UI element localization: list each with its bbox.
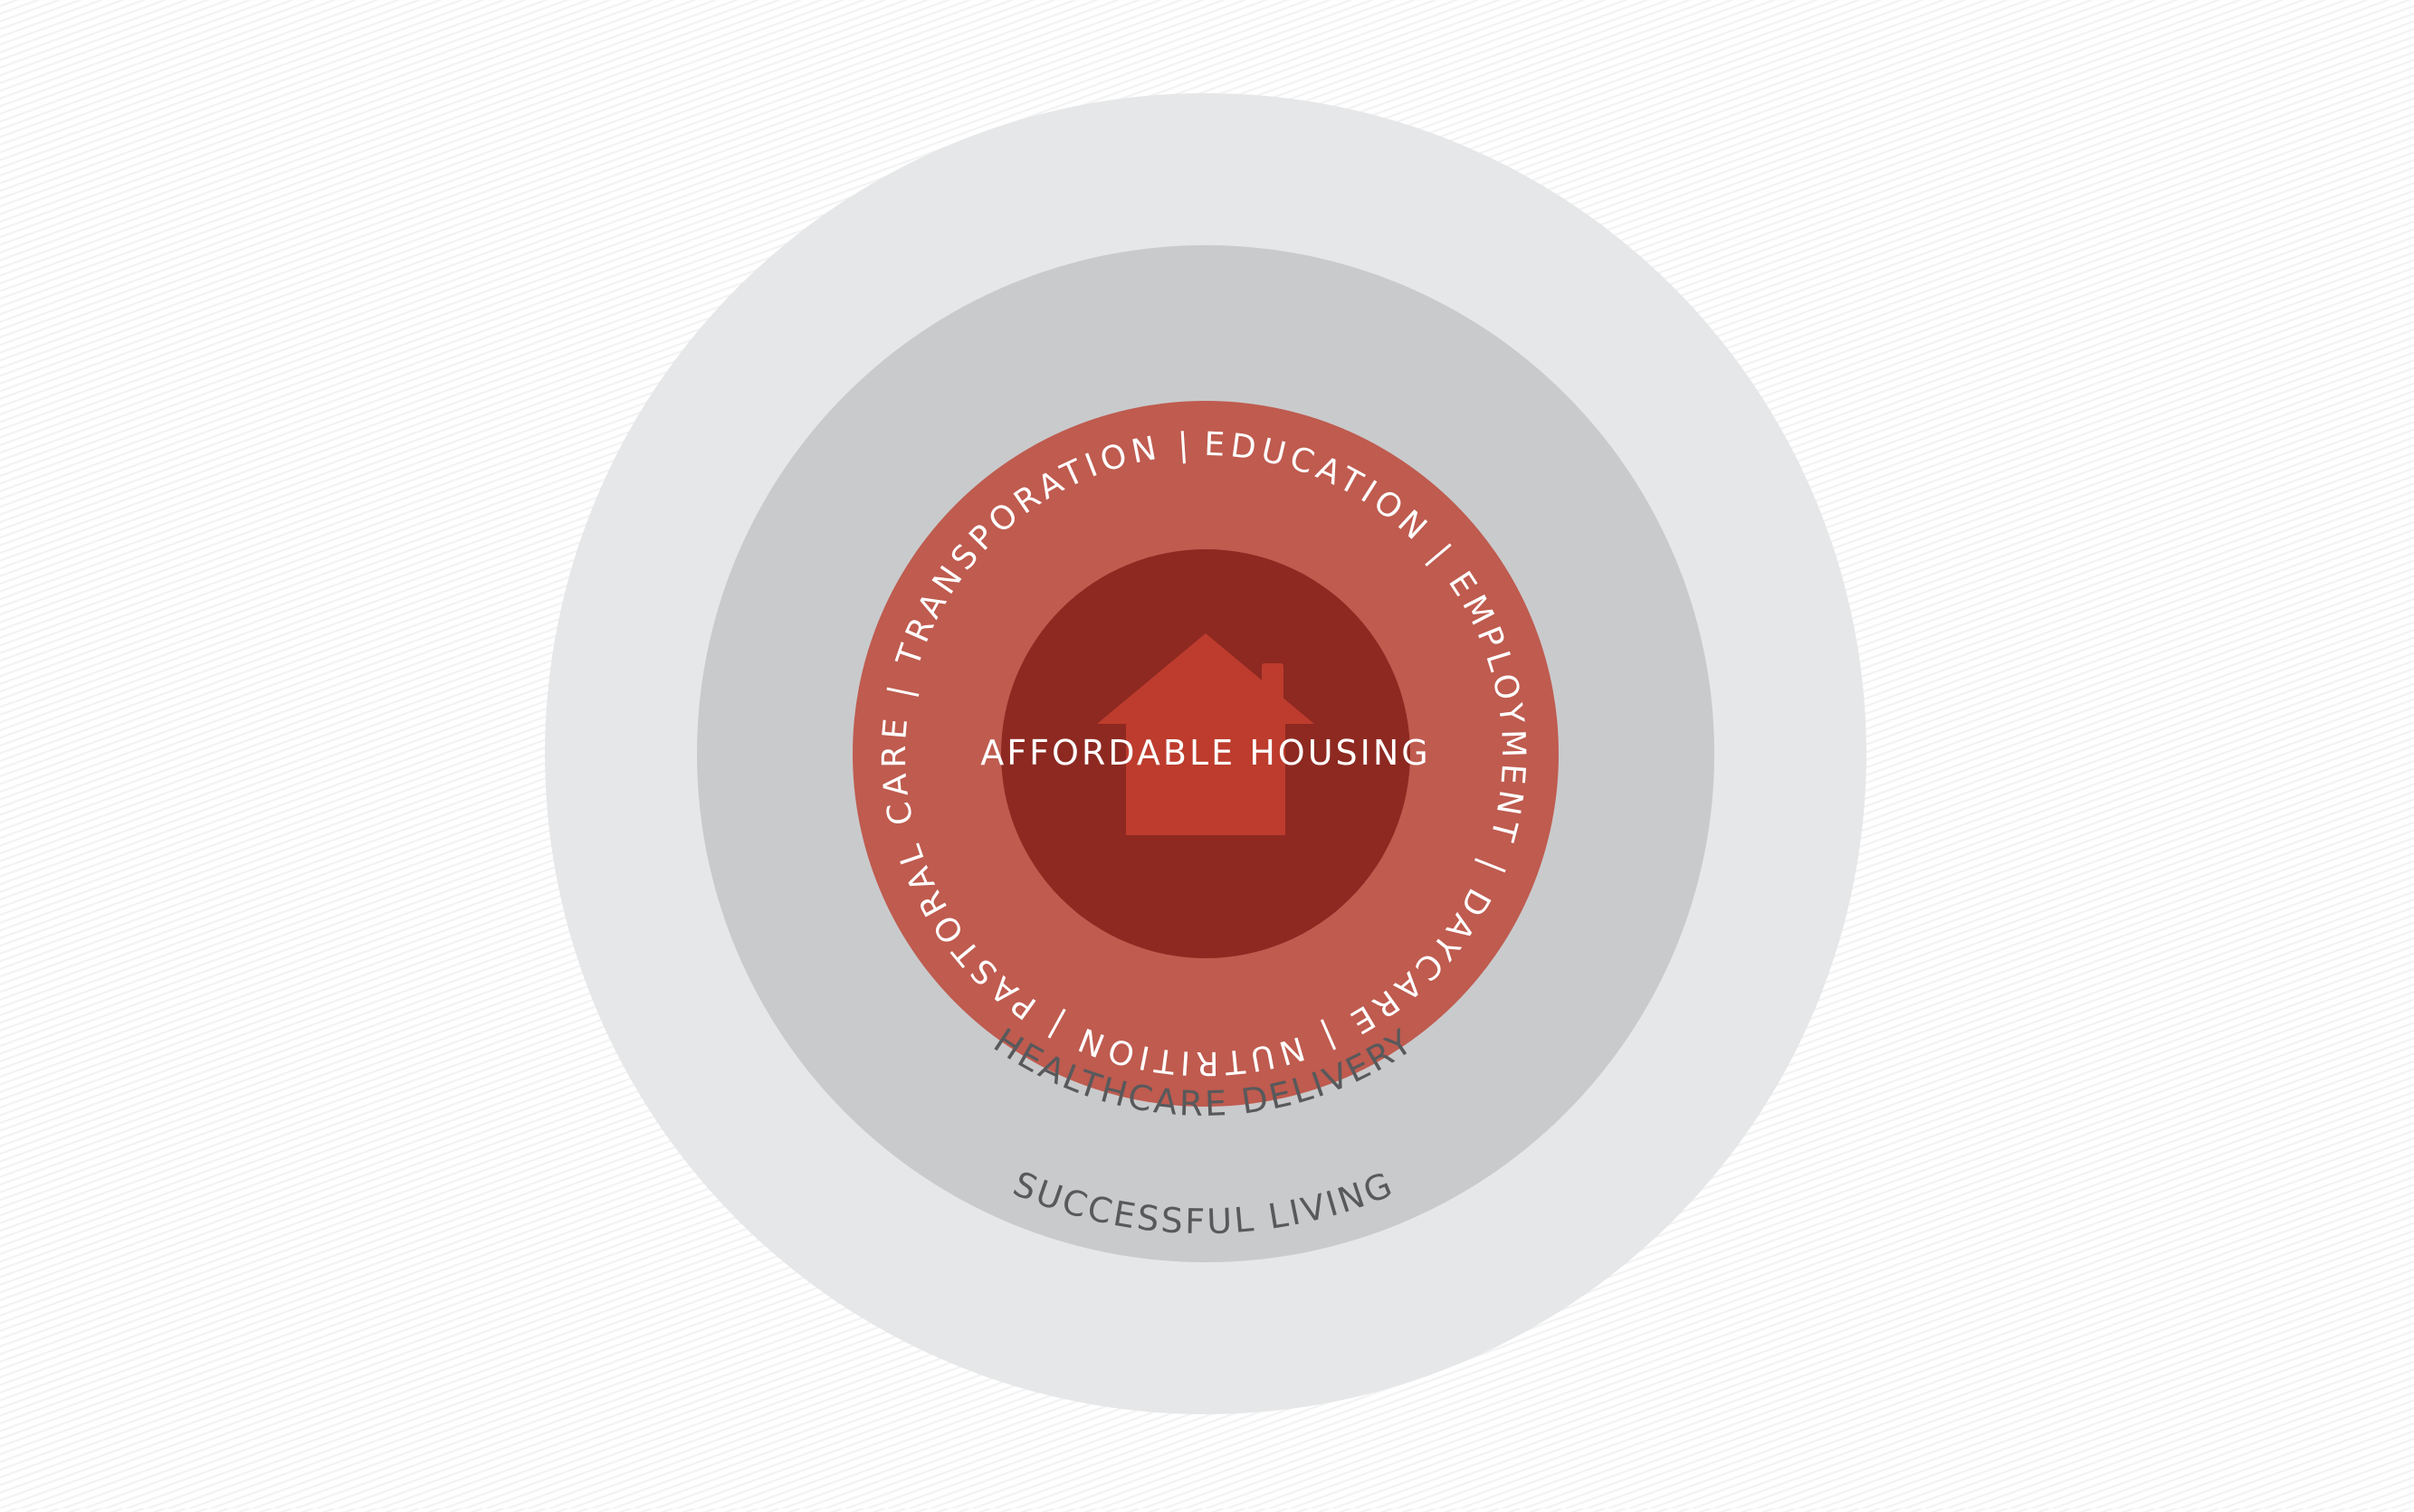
house-icon (1097, 633, 1314, 835)
center-label: AFFORDABLE HOUSING (980, 733, 1430, 773)
